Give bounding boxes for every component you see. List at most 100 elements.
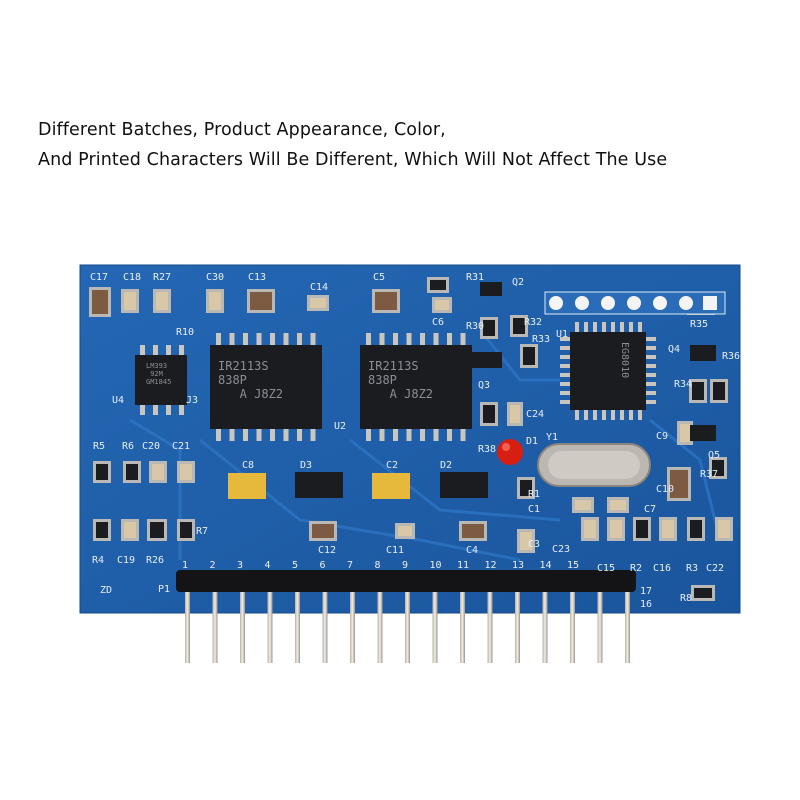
silkscreen-label-c19: C19 <box>117 555 136 566</box>
header-hole <box>679 296 693 310</box>
silkscreen-label-c10: C10 <box>656 484 675 495</box>
silkscreen-label-r3: R3 <box>686 563 699 574</box>
chip-leg <box>229 333 235 345</box>
chip-leg <box>243 333 248 345</box>
tantalum-capacitor-c2 <box>372 473 410 499</box>
smd-component <box>430 280 446 290</box>
chip-leg <box>216 429 221 441</box>
header-hole <box>627 296 641 310</box>
header-pin-2 <box>212 585 218 663</box>
silkscreen-label-c16: C16 <box>653 563 672 574</box>
chip-leg <box>229 429 235 441</box>
silkscreen-label-r10: R10 <box>176 327 195 338</box>
chip-leg <box>393 429 398 441</box>
silkscreen-label-r6: R6 <box>122 441 135 452</box>
pin-number-15: 15 <box>567 560 580 571</box>
pin-number-6: 6 <box>319 560 326 571</box>
chip-ir2113s-2 <box>360 345 472 429</box>
silkscreen-label-r5: R5 <box>93 441 106 452</box>
smd-component <box>483 320 495 336</box>
chip-leg <box>602 410 606 420</box>
silkscreen-label-r2: R2 <box>630 563 643 574</box>
smd-component <box>126 464 138 480</box>
header-pin-5 <box>295 585 300 663</box>
chip-leg <box>256 429 262 441</box>
chip-leg <box>560 400 570 404</box>
chip-leg <box>620 322 624 332</box>
chip-leg <box>153 405 158 415</box>
silkscreen-label-r8: R8 <box>680 593 693 604</box>
transistor-q4 <box>690 345 716 361</box>
tantalum-capacitor-c8 <box>228 473 266 499</box>
chip-leg <box>297 429 302 441</box>
silkscreen-label-r7: R7 <box>196 526 209 537</box>
chip-eg8010 <box>570 332 646 410</box>
chip-leg <box>638 410 642 420</box>
header-hole <box>575 296 589 310</box>
chip-leg <box>629 322 633 332</box>
smd-component <box>152 464 164 480</box>
silkscreen-label-r27: R27 <box>153 272 172 283</box>
chip-leg <box>560 373 570 377</box>
chip-leg <box>216 333 221 345</box>
smd-component <box>462 524 484 538</box>
chip-leg <box>283 333 289 345</box>
chip-leg <box>297 333 302 345</box>
silkscreen-label-d3: D3 <box>300 460 313 471</box>
silkscreen-label-q4: Q4 <box>668 344 681 355</box>
silkscreen-label-r1: R1 <box>528 489 541 500</box>
chip-leg <box>560 337 570 341</box>
chip-leg <box>153 345 158 355</box>
transistor-q3 <box>472 352 502 368</box>
chip-leg <box>646 346 656 350</box>
chip-leg <box>379 429 385 441</box>
chip-leg <box>366 429 371 441</box>
chip-leg <box>629 410 633 420</box>
smd-component <box>92 290 108 314</box>
chip-leg <box>270 429 275 441</box>
header-pin-17 <box>625 585 630 663</box>
smd-component <box>680 424 690 442</box>
silkscreen-label-u1: U1 <box>556 329 569 340</box>
chip-leg <box>593 410 597 420</box>
silkscreen-label-r4: R4 <box>92 555 105 566</box>
diode-d2 <box>440 472 488 498</box>
chip-leg <box>584 322 588 332</box>
chip-leg <box>460 429 466 441</box>
smd-component <box>312 524 334 538</box>
chip-leg <box>460 333 466 345</box>
silkscreen-label-c8: C8 <box>242 460 255 471</box>
chip-leg <box>379 333 385 345</box>
silkscreen-label-c7: C7 <box>644 504 657 515</box>
pin-number-3: 3 <box>237 560 244 571</box>
smd-component <box>124 522 136 538</box>
chip-leg <box>575 410 579 420</box>
smd-component <box>156 292 168 310</box>
chip-leg <box>646 364 656 368</box>
chip-leg <box>584 410 588 420</box>
header-pin-12 <box>487 585 493 663</box>
silkscreen-label-c1: C1 <box>528 504 541 515</box>
smd-component <box>718 520 730 538</box>
chip-leg <box>406 333 412 345</box>
smd-component <box>435 300 449 310</box>
chip-leg <box>602 322 606 332</box>
silkscreen-label-q2: Q2 <box>512 277 525 288</box>
silkscreen-label-c18: C18 <box>123 272 142 283</box>
silkscreen-label-y1: Y1 <box>546 432 559 443</box>
pin-number-10: 10 <box>429 560 442 571</box>
header-hole <box>653 296 667 310</box>
silkscreen-label-c22: C22 <box>706 563 725 574</box>
pin-number-16: 16 <box>640 599 653 610</box>
transistor-q5 <box>690 425 716 441</box>
chip-marking-j3: IR2113S 838P A J8Z2 <box>218 359 284 401</box>
header-pin-1 <box>185 585 190 663</box>
pin-number-1: 1 <box>182 560 189 571</box>
chip-leg <box>140 405 145 415</box>
smd-component <box>662 520 674 538</box>
silkscreen-label-r37: R37 <box>700 469 719 480</box>
silkscreen-label-c20: C20 <box>142 441 161 452</box>
crystal-oscillator <box>537 443 651 487</box>
silkscreen-label-c13: C13 <box>248 272 267 283</box>
silkscreen-label-c9: C9 <box>656 431 669 442</box>
